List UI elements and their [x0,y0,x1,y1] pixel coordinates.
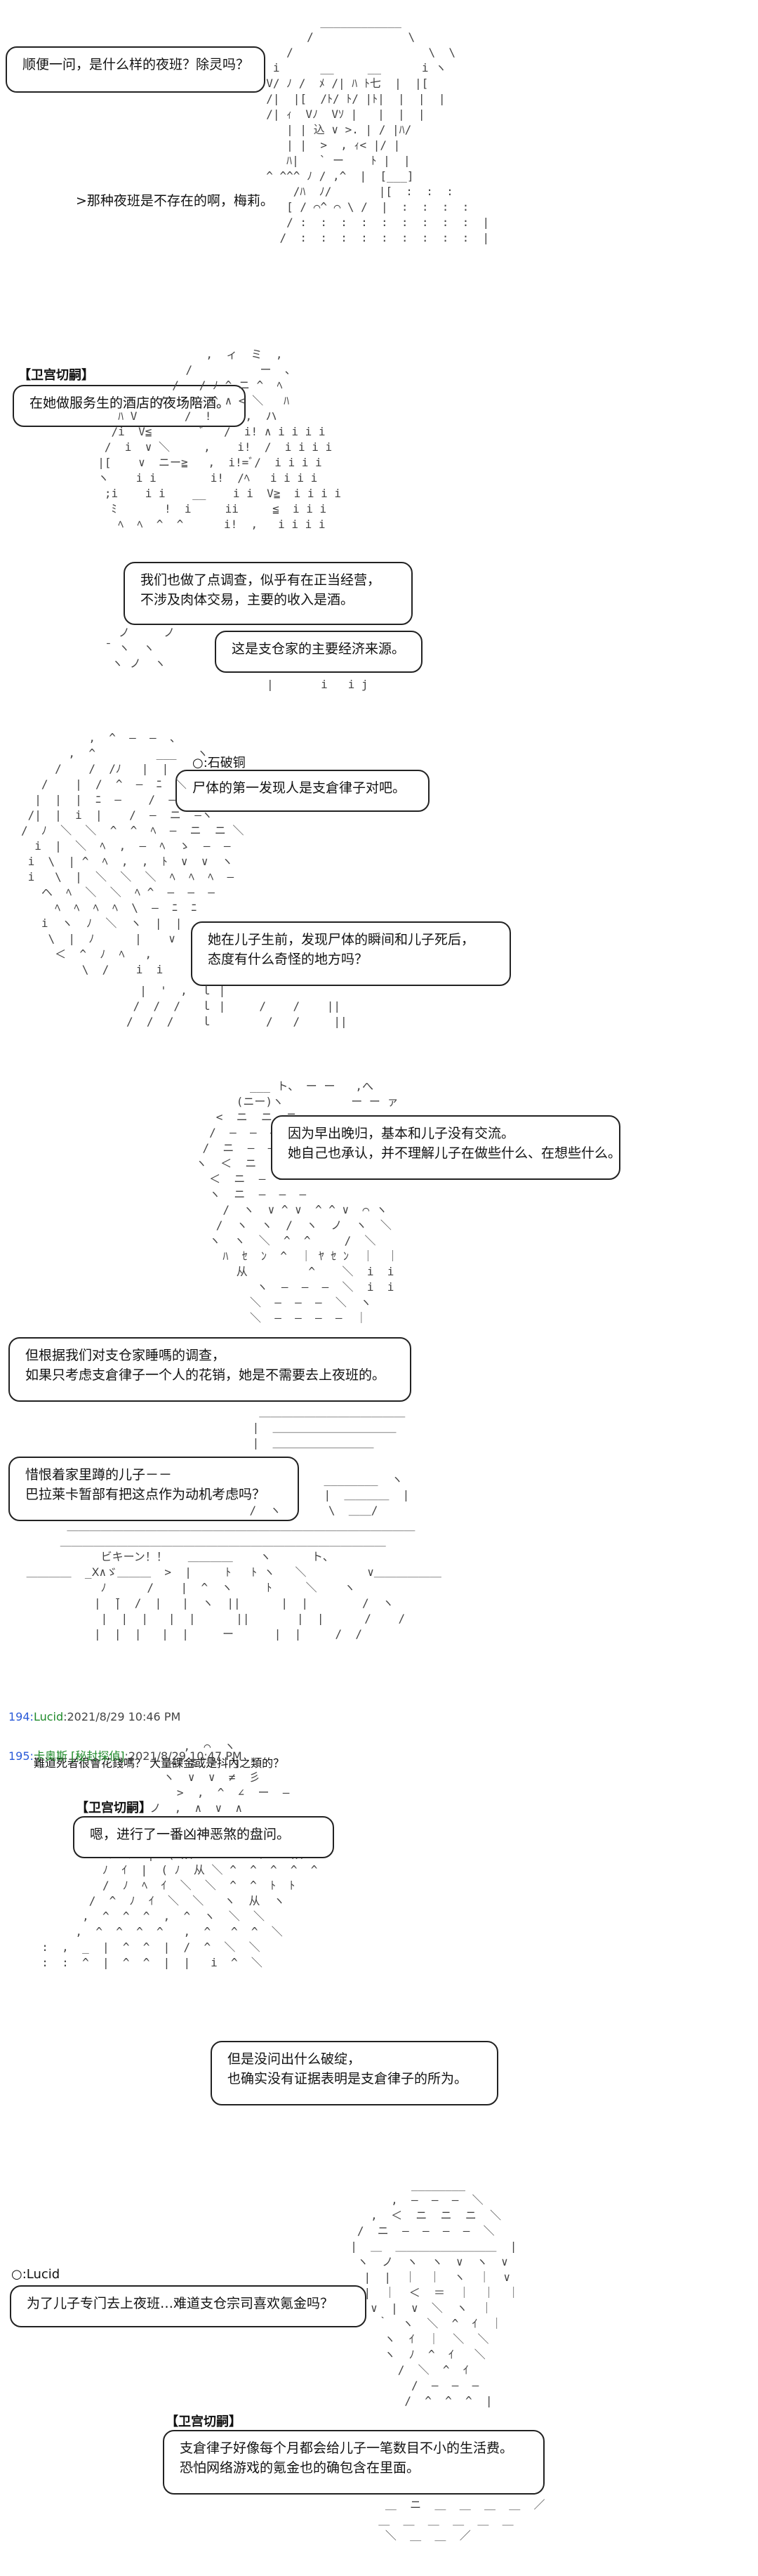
ascii-art-hand: ノ ノ ̄ ヽ ヽ ヽ ノ ヽ [98,626,175,670]
speech-bubble: 为了儿子专门去上夜班…难道支仓宗司喜欢氪金吗？ [10,2285,366,2327]
speech-bubble: 因为早出晚归，基本和儿子没有交流。 她自己也承认，并不理解儿子在做些什么、在想些… [271,1115,621,1180]
ascii-art-figure-5: ________ ヽ | ＿＿＿＿ | / ヽ \ ＿＿/ ＿＿＿＿＿＿＿＿＿＿… [26,1473,441,1641]
ascii-art-legs: | ' , ｌ | / / / ｌ | / / || / / / ｌ / / |… [126,984,347,1028]
reply-line: >那种夜班是不存在的啊，梅莉。 [76,193,274,209]
forum-post: 195:卡奥斯 [秘封探偵]:2021/8/29 10:47 PM [8,1749,242,1763]
speaker-tag: 【卫宫切嗣】 [18,368,94,383]
ascii-art-figure-7: ________ , ― ― ― ＼ , ＜ ニ ニ ニ ＼ / ニ ― ― ―… [350,2178,519,2407]
speech-bubble: 我们也做了点调查，似乎有在正当经营， 不涉及肉体交易，主要的收入是酒。 [124,562,413,625]
ascii-art-figure-4: ___ ト、 ー ー ,へ (ニー)ヽ ー ー ァ < ニ ニ ニ / ― ― … [195,1079,399,1325]
speech-bubble: 但根据我们对支仓家睡嗎的调查， 如果只考虑支倉律子一个人的花销，她是不需要去上夜… [8,1337,411,1402]
ascii-art-feet: ＿ ニ ＿ ＿ ＿ ＿ ／ ＿ ＿ ＿ ＿ ＿ ＿ ＼ ＿ ＿ ／ [378,2498,545,2542]
ascii-art-figure-1: ____________ / \ / \ \ i __ __ i ヽ V/ ﾉ … [266,15,490,244]
speaker-tag: ○:Lucid [11,2267,60,2282]
speech-bubble: 尸体的第一发现人是支倉律子对吧。 [175,770,430,812]
ascii-art-stem: | i i j [267,678,368,691]
speaker-tag: ○:石破铜 [192,756,246,770]
forum-post: 194:Lucid:2021/8/29 10:46 PM 難道死者很會花錢嗎？ … [8,1710,285,1770]
speech-bubble: 顺便一问，是什么样的夜班？除灵吗？ [6,46,265,93]
speaker-tag: 【卫宫切嗣】 [166,2414,241,2429]
speech-bubble: 但是没问出什么破绽， 也确实没有证据表明是支倉律子的所为。 [211,2041,498,2105]
speech-bubble: 惜恨着家里蹲的儿子－－ 巴拉莱卡暂部有把这点作为动机考虑吗？ [8,1457,299,1521]
speech-bubble: 支倉律子好像每个月都会给儿子一笔数目不小的生活费。 恐怕网络游戏的氪金也的确包含… [163,2430,545,2495]
speech-bubble: 这是支仓家的主要经济来源。 [215,631,423,673]
speech-bubble: 她在儿子生前，发现尸体的瞬间和儿子死后， 态度有什么奇怪的地方吗？ [191,921,511,986]
speaker-tag: 【卫宫切嗣】 [76,1801,152,1815]
ascii-art-figure-2: , ィ ミ , / ー 、 / / ﾉ ^ ニ ^ ﾍ / ﾊ ^ ∧ < ＼ … [98,348,342,531]
speech-bubble: 嗯，进行了一番凶神恶煞的盘问。 [73,1816,334,1858]
speech-bubble: 在她做服务生的酒店的夜场陪酒。 [13,385,246,427]
ascii-art-steps: ＿＿＿＿＿＿＿＿＿＿＿＿＿ | ＿＿＿＿＿＿＿＿＿＿＿ | ＿＿＿＿＿＿＿＿＿ [252,1405,406,1450]
ascii-art-figure-3: , ^ ― ― 、 , ^ ___ ヽ / / /ﾉ | | / | / ^ ―… [21,731,244,976]
